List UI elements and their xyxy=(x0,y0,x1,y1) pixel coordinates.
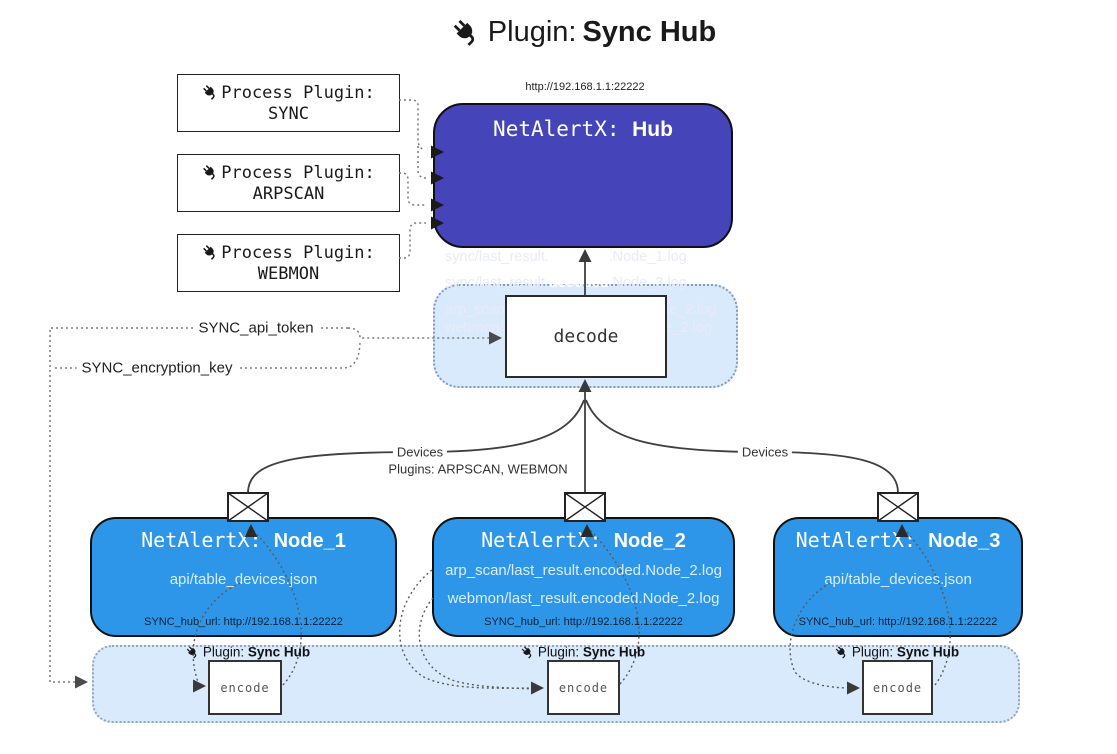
process-plugin-name: ARPSCAN xyxy=(252,183,325,204)
node-hub-url: SYNC_hub_url: http://192.168.1.1:22222 xyxy=(484,616,683,628)
title-label: Plugin: xyxy=(487,16,577,48)
plug-icon xyxy=(452,18,482,48)
devices-left-label: Devices xyxy=(392,444,448,460)
node-title: NetAlertX: Node_1 xyxy=(141,528,346,552)
plug-icon xyxy=(186,645,200,659)
hub-title-prefix: NetAlertX: xyxy=(493,117,633,141)
hub-title: NetAlertX: Hub xyxy=(435,117,731,142)
hub-file-line: sync/last_result.decoded.Node_1.log xyxy=(445,249,687,265)
process-plugin-name: SYNC xyxy=(268,103,309,124)
encode-plugin-label: Plugin: Sync Hub xyxy=(835,645,959,660)
node-file: api/table_devices.json xyxy=(169,571,318,588)
plugins-middle-label: Plugins: ARPSCAN, WEBMON xyxy=(384,461,572,477)
envelope-icon xyxy=(877,492,919,522)
process-plugin-arpscan: Process Plugin: ARPSCAN xyxy=(177,154,400,212)
node-file: webmon/last_result.encoded.Node_2.log xyxy=(447,590,720,607)
plug-icon xyxy=(202,244,219,261)
encode-plugin-label: Plugin: Sync Hub xyxy=(186,645,310,660)
node-title: NetAlertX: Node_3 xyxy=(795,528,1001,552)
process-plugin-label: Process Plugin: xyxy=(221,162,375,183)
hub-title-name: Hub xyxy=(632,118,673,141)
node-1-box: NetAlertX: Node_1 api/table_devices.json… xyxy=(90,517,397,637)
process-plugin-sync: Process Plugin: SYNC xyxy=(177,74,400,132)
hub-file-line: sync/last_result.decoded.Node_3.log xyxy=(445,275,687,291)
envelope-icon xyxy=(227,492,269,522)
plug-icon xyxy=(521,645,535,659)
plug-icon xyxy=(202,164,219,181)
node-2-box: NetAlertX: Node_2 arp_scan/last_result.e… xyxy=(432,517,735,637)
encode-box-3: encode xyxy=(862,660,933,715)
process-plugin-label: Process Plugin: xyxy=(221,242,375,263)
sync-api-token-label: SYNC_api_token xyxy=(193,319,319,337)
process-plugin-name: WEBMON xyxy=(257,263,320,284)
node-file: arp_scan/last_result.encoded.Node_2.log xyxy=(445,562,722,579)
hub-box: NetAlertX: Hub sync/last_result.decoded.… xyxy=(433,103,733,336)
decode-box: decode xyxy=(505,295,667,378)
encode-plugin-label: Plugin: Sync Hub xyxy=(521,645,645,660)
process-plugin-webmon: Process Plugin: WEBMON xyxy=(177,234,400,292)
node-hub-url: SYNC_hub_url: http://192.168.1.1:22222 xyxy=(144,616,343,628)
node-3-box: NetAlertX: Node_3 api/table_devices.json… xyxy=(773,517,1023,637)
node-hub-url: SYNC_hub_url: http://192.168.1.1:22222 xyxy=(798,616,998,628)
sync-encryption-key-label: SYNC_encryption_key xyxy=(76,359,238,377)
node-file: api/table_devices.json xyxy=(824,571,972,588)
process-plugin-label: Process Plugin: xyxy=(221,82,375,103)
process-plugin-connectors xyxy=(399,99,427,259)
encode-box-1: encode xyxy=(208,660,282,715)
plug-icon xyxy=(835,645,849,659)
devices-right-label: Devices xyxy=(737,444,793,460)
hub-url-label: http://192.168.1.1:22222 xyxy=(525,81,645,93)
page-title: Plugin: Sync Hub xyxy=(452,16,716,49)
encode-box-2: encode xyxy=(547,660,620,715)
title-name: Sync Hub xyxy=(582,16,717,48)
node-title: NetAlertX: Node_2 xyxy=(481,528,686,552)
plug-icon xyxy=(202,84,219,101)
envelope-icon xyxy=(564,492,606,522)
